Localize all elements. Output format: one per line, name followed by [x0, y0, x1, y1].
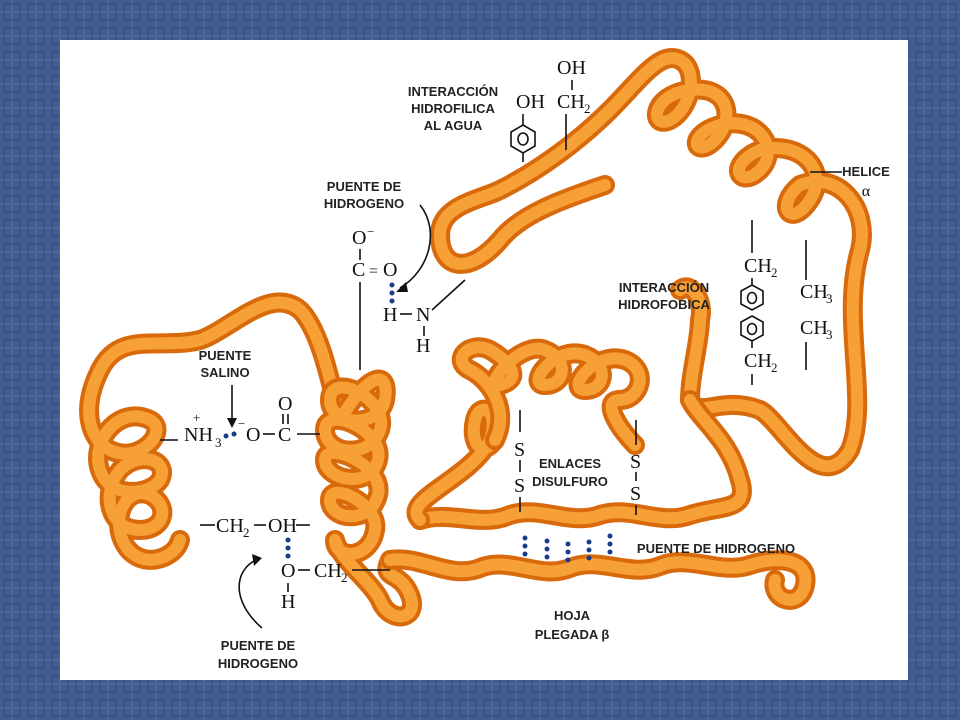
svg-text:HIDROFOBICA: HIDROFOBICA [618, 297, 710, 312]
svg-text:OH: OH [516, 91, 545, 113]
svg-text:O: O [278, 393, 292, 415]
arrowhead-icon [396, 282, 408, 292]
label-hydrophilic: INTERACCIÓN HIDROFILICA AL AGUA [408, 84, 498, 133]
label-hydrophobic: INTERACCIÓN HIDROFOBICA [618, 280, 710, 312]
svg-text:S: S [514, 475, 525, 497]
svg-text:PUENTE: PUENTE [199, 348, 252, 363]
svg-text:2: 2 [243, 525, 250, 540]
svg-text:CH: CH [557, 91, 585, 113]
hbond-top-group: O − C = O H N H [352, 204, 466, 370]
svg-text:C: C [278, 424, 291, 446]
svg-text:+: + [193, 410, 200, 425]
svg-text:O: O [246, 424, 260, 446]
chain-highlight [455, 341, 646, 451]
chain-highlight [384, 553, 812, 606]
svg-text:O: O [352, 227, 366, 249]
label-hbond-top: PUENTE DE HIDROGENO [324, 179, 404, 211]
svg-text:3: 3 [215, 435, 222, 450]
svg-text:O: O [281, 560, 295, 582]
beta-sheet-hbonds [522, 533, 613, 563]
svg-text:α: α [862, 183, 871, 200]
svg-text:=: = [369, 263, 378, 280]
disulfide-bridges: S S S S [514, 410, 641, 515]
chain-highlight [434, 52, 868, 473]
svg-text:H: H [416, 335, 430, 357]
svg-text:3: 3 [826, 291, 833, 306]
svg-text:PLEGADA β: PLEGADA β [535, 627, 610, 642]
svg-text:2: 2 [771, 360, 778, 375]
svg-text:S: S [514, 439, 525, 461]
label-sheet: HOJA PLEGADA β [535, 608, 610, 642]
chain-highlight [83, 296, 346, 566]
svg-text:C: C [352, 259, 365, 281]
svg-text:PUENTE DE: PUENTE DE [221, 638, 296, 653]
hydrophilic-side-chains: OH CH 2 OH [510, 57, 591, 162]
svg-text:3: 3 [826, 327, 833, 342]
svg-text:2: 2 [341, 570, 348, 585]
svg-text:2: 2 [584, 101, 591, 116]
svg-text:AL AGUA: AL AGUA [424, 118, 483, 133]
svg-text:INTERACCIÓN: INTERACCIÓN [408, 84, 498, 99]
svg-text:PUENTE DE: PUENTE DE [327, 179, 402, 194]
svg-text:CH: CH [800, 317, 828, 339]
salt-bridge-group: + NH 3 − O C O [160, 385, 320, 450]
polypeptide-chain [79, 48, 872, 627]
hydrophobic-side-chains: CH 2 CH 2 CH 3 CH 3 [740, 220, 833, 385]
svg-text:CH: CH [744, 350, 772, 372]
label-helix: HELICE α [810, 164, 890, 200]
label-salt-bridge: PUENTE SALINO [199, 348, 252, 380]
hbond-bottom-group: CH 2 OH O CH 2 H [200, 515, 390, 629]
svg-text:ENLACES: ENLACES [539, 456, 601, 471]
svg-text:H: H [383, 304, 397, 326]
chain-highlight [319, 373, 418, 623]
svg-text:H: H [281, 591, 295, 613]
svg-text:HOJA: HOJA [554, 608, 591, 623]
svg-text:N: N [416, 304, 430, 326]
svg-text:CH: CH [314, 560, 342, 582]
svg-text:HELICE: HELICE [842, 164, 890, 179]
label-hbond-right: PUENTE DE HIDROGENO [637, 541, 795, 556]
svg-text:CH: CH [800, 281, 828, 303]
svg-text:−: − [367, 224, 374, 239]
svg-text:S: S [630, 483, 641, 505]
svg-text:CH: CH [744, 255, 772, 277]
svg-text:S: S [630, 451, 641, 473]
svg-text:SALINO: SALINO [200, 365, 249, 380]
arrowhead-icon [252, 554, 262, 566]
svg-text:NH: NH [184, 424, 213, 446]
chain-highlight [414, 394, 748, 526]
svg-text:−: − [238, 416, 245, 431]
svg-text:O: O [383, 259, 397, 281]
svg-text:CH: CH [216, 515, 244, 537]
svg-text:DISULFURO: DISULFURO [532, 474, 608, 489]
svg-text:2: 2 [771, 265, 778, 280]
svg-text:OH: OH [557, 57, 586, 79]
label-disulfide: ENLACES DISULFURO [532, 456, 608, 489]
svg-text:HIDROGENO: HIDROGENO [324, 196, 404, 211]
svg-text:HIDROFILICA: HIDROFILICA [411, 101, 495, 116]
svg-text:INTERACCIÓN: INTERACCIÓN [619, 280, 709, 295]
label-hbond-bottom: PUENTE DE HIDROGENO [218, 638, 298, 671]
svg-text:OH: OH [268, 515, 297, 537]
svg-text:HIDROGENO: HIDROGENO [218, 656, 298, 671]
arrowhead-icon [227, 418, 237, 428]
